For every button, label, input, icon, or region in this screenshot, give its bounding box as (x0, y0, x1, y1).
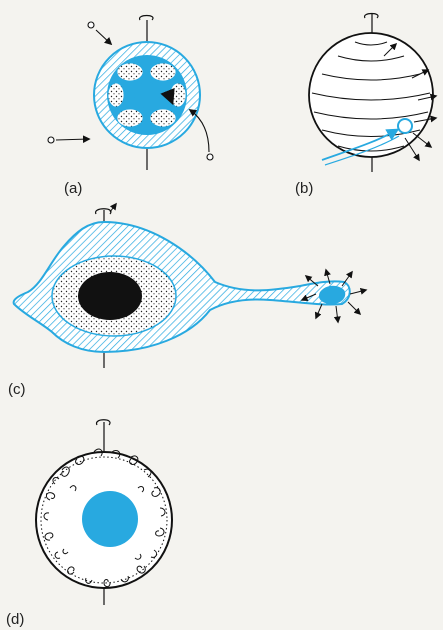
dark-core (78, 272, 142, 320)
blue-core (82, 491, 138, 547)
panel-c-label: (c) (8, 381, 26, 398)
rotation-arrow-icon (97, 420, 111, 425)
rotation-arrow-icon (96, 209, 111, 214)
panel-b-label: (b) (295, 180, 313, 197)
blue-core (134, 82, 160, 108)
panel-a-label: (a) (64, 180, 82, 197)
starspot (398, 119, 412, 133)
panel-d-label: (d) (6, 611, 24, 628)
panel-b: (b) (295, 14, 436, 198)
panel-d: (d) (6, 420, 172, 628)
panel-a: (a) (48, 16, 213, 198)
star-sphere (309, 33, 433, 157)
panel-c: (c) (8, 204, 366, 398)
rotation-arrow-icon (140, 16, 154, 21)
rotation-arrow-icon (365, 14, 379, 19)
